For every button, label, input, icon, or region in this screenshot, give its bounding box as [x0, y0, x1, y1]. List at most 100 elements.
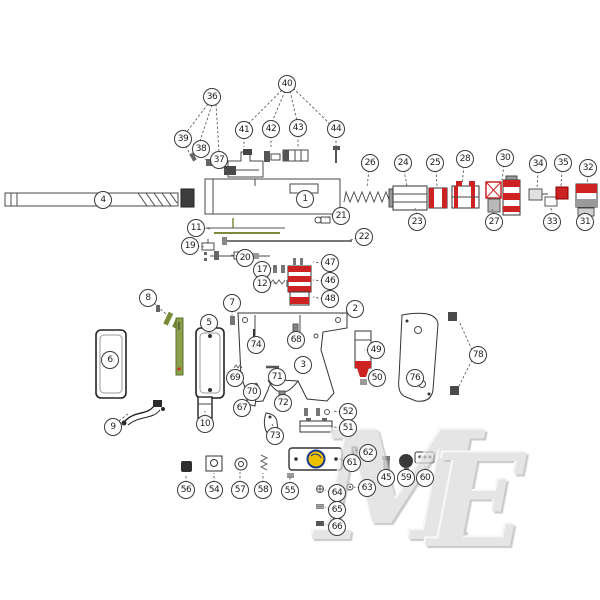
callout-76: 76 — [406, 369, 424, 387]
callout-28: 28 — [456, 150, 474, 168]
callout-58: 58 — [254, 481, 272, 499]
screw-7 — [230, 316, 235, 325]
leader-line — [458, 359, 473, 387]
leader-line — [403, 169, 408, 187]
callout-44: 44 — [327, 120, 345, 138]
bottomline-asa-61 — [288, 447, 343, 471]
part-33 — [544, 196, 558, 207]
callout-36: 36 — [203, 88, 221, 106]
callout-50: 50 — [368, 369, 386, 387]
callout-59: 59 — [397, 469, 415, 487]
striker-25 — [428, 187, 448, 209]
plug-56 — [181, 461, 192, 472]
callout-49: 49 — [367, 341, 385, 359]
part-34 — [528, 188, 548, 201]
callout-69: 69 — [226, 369, 244, 387]
callout-32: 32 — [579, 159, 597, 177]
callout-30: 30 — [496, 149, 514, 167]
leader-line — [153, 302, 167, 315]
sight-rail-part-41 — [227, 149, 264, 178]
barrel — [4, 192, 179, 207]
callout-3: 3 — [294, 356, 312, 374]
callout-61: 61 — [343, 454, 361, 472]
wire-harness-9 — [121, 400, 165, 426]
callout-70: 70 — [243, 383, 261, 401]
bracket-54 — [205, 455, 223, 472]
callout-78: 78 — [469, 346, 487, 364]
callout-19: 19 — [181, 237, 199, 255]
leader-line — [185, 103, 209, 134]
callout-64: 64 — [328, 484, 346, 502]
callout-39: 39 — [174, 130, 192, 148]
callout-34: 34 — [529, 155, 547, 173]
grip-screw-78a — [448, 312, 457, 321]
leader-line — [247, 89, 283, 125]
mainspring-26 — [343, 190, 393, 204]
callout-2: 2 — [346, 300, 364, 318]
bolt-assembly-47-46-48 — [287, 258, 312, 306]
leader-line — [185, 145, 192, 157]
callout-35: 35 — [554, 154, 572, 172]
leader-line — [199, 104, 213, 142]
callout-57: 57 — [231, 481, 249, 499]
callout-8: 8 — [139, 289, 157, 307]
valve-28 — [451, 181, 480, 209]
callout-4: 4 — [94, 191, 112, 209]
callout-72: 72 — [274, 394, 292, 412]
callout-5: 5 — [200, 314, 218, 332]
part-43 — [282, 149, 309, 162]
magazine-plug-10 — [197, 396, 213, 419]
leader-line — [271, 90, 286, 123]
callout-24: 24 — [394, 154, 412, 172]
leader-line — [461, 165, 465, 185]
callout-47: 47 — [321, 254, 339, 272]
callout-63: 63 — [358, 479, 376, 497]
washer-63 — [346, 483, 354, 491]
leader-line — [118, 412, 130, 422]
callout-66: 66 — [328, 518, 346, 536]
callout-51: 51 — [339, 419, 357, 437]
callout-65: 65 — [328, 501, 346, 519]
callout-68: 68 — [287, 331, 305, 349]
gauge-plug-32 — [575, 183, 598, 208]
leader-line — [458, 320, 473, 351]
callout-23: 23 — [408, 213, 426, 231]
bolt-24 — [388, 185, 428, 211]
cocking-knob-21 — [314, 216, 331, 224]
callout-41: 41 — [235, 121, 253, 139]
callout-38: 38 — [192, 140, 210, 158]
pin-66 — [316, 521, 324, 526]
part-38 — [206, 159, 213, 166]
callout-45: 45 — [377, 469, 395, 487]
grip-screw-78b — [450, 386, 459, 395]
callout-48: 48 — [321, 290, 339, 308]
part-37 — [224, 166, 236, 175]
screws-52 — [304, 408, 330, 416]
callout-37: 37 — [210, 151, 228, 169]
callout-73: 73 — [266, 427, 284, 445]
callout-46: 46 — [321, 272, 339, 290]
valve-spring-30 — [502, 175, 521, 216]
leader-line — [536, 170, 539, 189]
callout-43: 43 — [289, 119, 307, 137]
callout-25: 25 — [426, 154, 444, 172]
part-55 — [287, 473, 294, 478]
callout-60: 60 — [416, 469, 434, 487]
callout-74: 74 — [247, 336, 265, 354]
callout-40: 40 — [278, 75, 296, 93]
callout-21: 21 — [332, 207, 350, 225]
barrel-adapter — [180, 188, 195, 208]
ring-57 — [234, 457, 248, 471]
pin-rod-22 — [222, 237, 352, 245]
callout-10: 10 — [196, 415, 214, 433]
leader-line — [215, 103, 220, 153]
leader-line — [366, 169, 370, 188]
callout-33: 33 — [543, 213, 561, 231]
part-42 — [264, 151, 281, 162]
callout-56: 56 — [177, 481, 195, 499]
callout-7: 7 — [223, 294, 241, 312]
leader-line — [289, 90, 298, 122]
